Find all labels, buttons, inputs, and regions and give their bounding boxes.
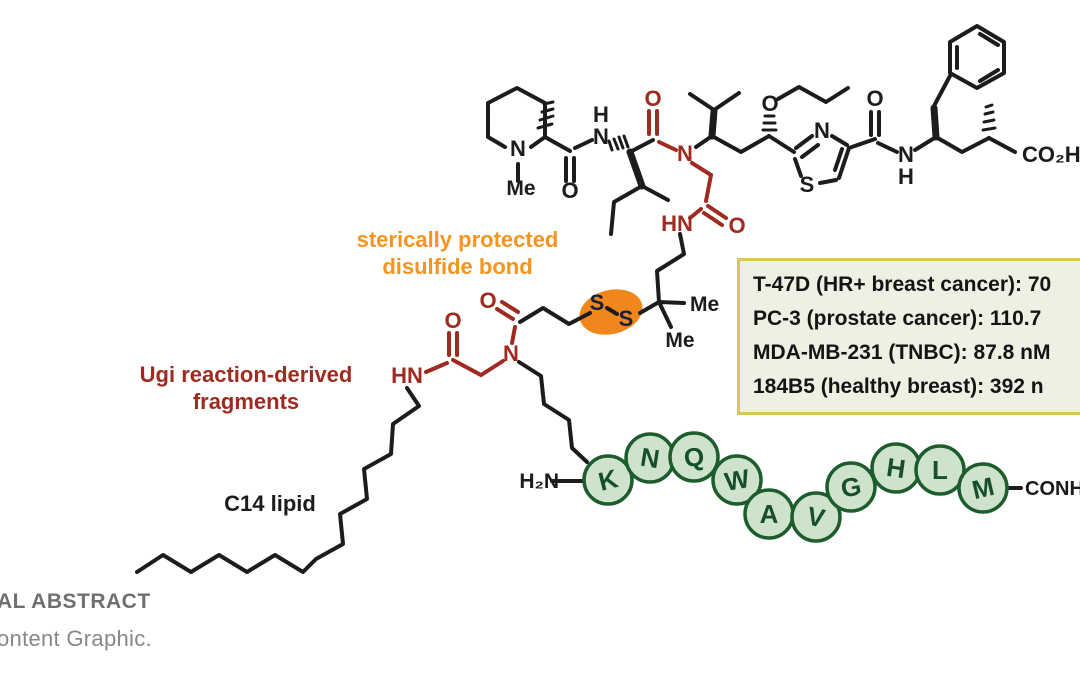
- ugi-annotation-line1: Ugi reaction-derived: [139, 362, 353, 387]
- thiazole-s-label: S: [800, 172, 815, 197]
- ether-o-label: O: [761, 91, 778, 116]
- thiazole-n-label: N: [814, 118, 830, 143]
- ugi-annotation-line2: fragments: [192, 389, 300, 414]
- residue-w-circle: [711, 454, 763, 506]
- thiazole-ring: [793, 134, 851, 185]
- lipid-chain: [135, 386, 421, 574]
- disulfide-annotation: sterically protected disulfide bond: [335, 226, 580, 280]
- ugi1-n-label: N: [677, 141, 693, 166]
- phenyl-ring: [948, 24, 1006, 90]
- residue-q-circle: [668, 431, 720, 483]
- residue-v-letter: V: [804, 501, 828, 534]
- ugi2-left-o-label: O: [444, 308, 461, 333]
- figure-caption: ontent Graphic.: [0, 626, 152, 651]
- thiazole-carbonyl-o-label: O: [866, 86, 883, 111]
- residue-q-letter: Q: [682, 441, 706, 474]
- residue-m-circle: [957, 462, 1009, 514]
- ugi1-amide-o-label: O: [728, 213, 745, 238]
- assay-line-t47d: T-47D (HR+ breast cancer): 70: [753, 273, 1052, 296]
- ugi1-o-label: O: [644, 86, 661, 111]
- ugi2-n-label: N: [503, 341, 519, 366]
- gem-methyl-down-label: Me: [665, 329, 694, 352]
- co2h-label: CO₂H: [1022, 142, 1080, 167]
- amide1-n-label: N: [593, 124, 609, 149]
- assay-line-pc3: PC-3 (prostate cancer): 110.7: [753, 307, 1042, 330]
- disulfide-bond: [605, 306, 619, 316]
- piperidine-n-label: N: [510, 136, 526, 161]
- disulfide-s1-label: S: [590, 290, 605, 315]
- section-heading: AL ABSTRACT: [0, 590, 151, 613]
- lipid-annotation: C14 lipid: [224, 491, 316, 516]
- bond-network-red-ugi: [424, 109, 728, 378]
- disulfide-s2-label: S: [619, 306, 634, 331]
- peptide-chain: [582, 431, 1009, 543]
- ugi-annotation: Ugi reaction-derived fragments: [122, 361, 370, 415]
- disulfide-annotation-line1: sterically protected: [356, 227, 559, 252]
- gem-methyl-right-label: Me: [690, 293, 719, 316]
- amide1-h-label: H: [593, 102, 609, 127]
- conh2-terminus-label: CONH₂: [1025, 478, 1080, 500]
- assay-line-184b5: 184B5 (healthy breast): 392 n: [753, 375, 1044, 398]
- amide2-h-label: H: [898, 164, 914, 189]
- residue-v-circle: [790, 491, 842, 543]
- h2n-terminus-label: H₂N: [519, 470, 559, 493]
- assay-line-mdamb231: MDA-MB-231 (TNBC): 87.8 nM: [753, 341, 1051, 364]
- ugi2-upper-o-label: O: [479, 288, 496, 313]
- ugi1-hn-label: HN: [661, 211, 693, 236]
- disulfide-annotation-line2: disulfide bond: [382, 254, 533, 279]
- residue-k-circle: [582, 454, 634, 506]
- assay-results-box: T-47D (HR+ breast cancer): 70 PC-3 (pros…: [737, 258, 1080, 415]
- residue-l-letter: L: [932, 455, 948, 485]
- ugi2-hn-label: HN: [391, 363, 423, 388]
- residue-a-letter: A: [760, 499, 779, 529]
- residue-g-circle: [825, 461, 877, 513]
- n-methyl-label: Me: [506, 177, 535, 200]
- bond-network-black: [135, 24, 1023, 574]
- residue-h-letter: H: [885, 452, 908, 484]
- residue-w-letter: W: [722, 463, 752, 497]
- residue-l-circle: [914, 444, 966, 496]
- bold-wedge-bonds: [626, 104, 940, 190]
- residue-n-letter: N: [638, 442, 661, 475]
- pip-carbonyl-o-label: O: [561, 178, 578, 203]
- amide2-n-label: N: [898, 142, 914, 167]
